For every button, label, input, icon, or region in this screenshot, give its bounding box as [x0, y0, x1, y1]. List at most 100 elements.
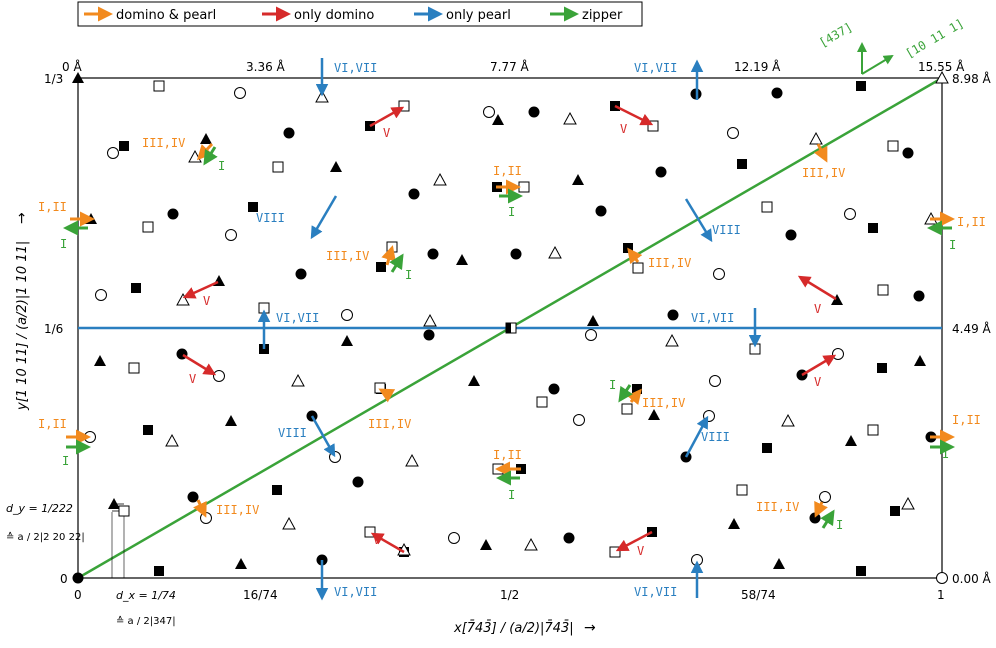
right-tick-label: 0.00 Å [952, 571, 992, 586]
filled-triangle-atom [492, 114, 504, 125]
open-triangle-atom [176, 292, 190, 306]
filled-square-atom [272, 485, 282, 495]
y-axis-arrow: → [14, 212, 30, 224]
open-square-atom [258, 302, 270, 314]
filled-circle-atom [655, 166, 667, 178]
only-pearl-arrow [310, 415, 336, 458]
direction-label-right: [10 11 1] [903, 16, 966, 61]
arrow-label-v: V [620, 122, 627, 136]
open-circle-atom [213, 370, 225, 382]
open-triangle-atom [524, 537, 538, 551]
filled-circle-atom [548, 383, 560, 395]
open-square-atom [749, 343, 761, 355]
direction-label-up: [437] [817, 20, 855, 50]
filled-triangle-atom [94, 355, 106, 366]
open-circle-atom [225, 229, 237, 241]
arrow-label-iii-iv: III,IV [368, 417, 411, 431]
open-square-atom [736, 484, 748, 496]
bottom-tick-label: 1 [937, 588, 945, 602]
arrow-label-vi-vii: VI,VII [691, 311, 734, 325]
top-tick-label: 0 Å [62, 59, 82, 74]
arrow-label-i: I [609, 378, 616, 392]
arrow-label-v: V [373, 533, 380, 547]
domino-pearl-arrow [378, 388, 396, 403]
legend-label: only domino [294, 8, 374, 23]
only-domino-arrow [369, 106, 405, 128]
arrow-label-vi-vii: VI,VII [334, 61, 377, 75]
filled-square-atom [376, 262, 386, 272]
corner-triangle-atom [935, 70, 949, 84]
filled-circle-atom [187, 491, 199, 503]
arrow-label-iii-iv: III,IV [142, 136, 185, 150]
filled-square-atom [856, 81, 866, 91]
domino-pearl-arrow [627, 247, 643, 265]
filled-triangle-atom [341, 335, 353, 346]
legend-label: domino & pearl [116, 8, 216, 23]
open-triangle-atom [291, 373, 305, 387]
filled-triangle-atom [773, 558, 785, 569]
arrow-label-i: I [942, 447, 949, 461]
open-triangle-atom [563, 111, 577, 125]
arrow-label-i-ii: I,II [38, 200, 67, 214]
filled-triangle-atom [456, 254, 468, 265]
open-circle-atom [107, 147, 119, 159]
filled-square-atom [154, 566, 164, 576]
arrow-label-i: I [62, 454, 69, 468]
legend-label: zipper [582, 8, 623, 23]
y-axis-label: y[1 10 11] / (a/2)|1 10 11| [15, 241, 30, 411]
open-triangle-atom [315, 89, 329, 103]
x-axis-label: x[7̄43̄] / (a/2)|7̄43̄| [453, 621, 574, 636]
bottom-tick-label: 1/2 [500, 588, 519, 602]
open-triangle-atom [548, 245, 562, 259]
filled-square-atom [119, 141, 129, 151]
arrow-label-v: V [383, 126, 390, 140]
arrow-label-v: V [203, 294, 210, 308]
open-circle-atom [234, 87, 246, 99]
right-tick-label: 4.49 Å [952, 321, 992, 336]
filled-triangle-atom [831, 294, 843, 305]
arrow-label-i: I [218, 159, 225, 173]
arrow-label-i-ii: I,II [493, 164, 522, 178]
dy-annotation: d_y = 1/222 [6, 502, 73, 515]
filled-circle-atom [167, 208, 179, 220]
open-circle-atom [819, 491, 831, 503]
open-triangle-atom [282, 516, 296, 530]
filled-triangle-atom [648, 409, 660, 420]
filled-circle-atom [667, 309, 679, 321]
open-square-atom [153, 80, 165, 92]
open-square-atom [142, 221, 154, 233]
open-square-atom [364, 526, 376, 538]
legend-item-domino-pearl: domino & pearl [84, 6, 216, 23]
bottom-tick-label: 0 [74, 588, 82, 602]
arrow-label-v: V [814, 375, 821, 389]
filled-triangle-atom [572, 174, 584, 185]
open-square-atom [887, 140, 899, 152]
arrow-label-iii-iv: III,IV [648, 256, 691, 270]
legend-item-only-domino: only domino [262, 6, 374, 23]
legend: domino & pearl only domino only pearl zi… [77, 1, 643, 27]
legend-item-zipper: zipper [550, 6, 623, 23]
open-square-atom [867, 424, 879, 436]
open-square-atom [609, 546, 621, 558]
open-circle-atom [844, 208, 856, 220]
only-domino-arrow [370, 532, 405, 554]
arrow-label-i: I [508, 205, 515, 219]
open-circle-atom [832, 348, 844, 360]
filled-circle-atom [902, 147, 914, 159]
arrow-label-v: V [814, 302, 821, 316]
dx-annotation-sub: ≙ a / 2|347| [116, 615, 176, 627]
filled-circle-atom [510, 248, 522, 260]
arrow-label-i: I [949, 238, 956, 252]
filled-square-atom [131, 283, 141, 293]
open-triangle-atom [405, 453, 419, 467]
filled-triangle-atom [225, 415, 237, 426]
filled-triangle-atom [235, 558, 247, 569]
arrow-label-viii: VIII [278, 426, 307, 440]
filled-square-atom [890, 506, 900, 516]
open-square-atom [632, 262, 644, 274]
left-tick-label: 0 [60, 572, 68, 586]
right-tick-label: 8.98 Å [952, 71, 992, 86]
arrow-label-i-ii: I,II [952, 413, 981, 427]
filled-triangle-atom [728, 518, 740, 529]
open-circle-atom [483, 106, 495, 118]
